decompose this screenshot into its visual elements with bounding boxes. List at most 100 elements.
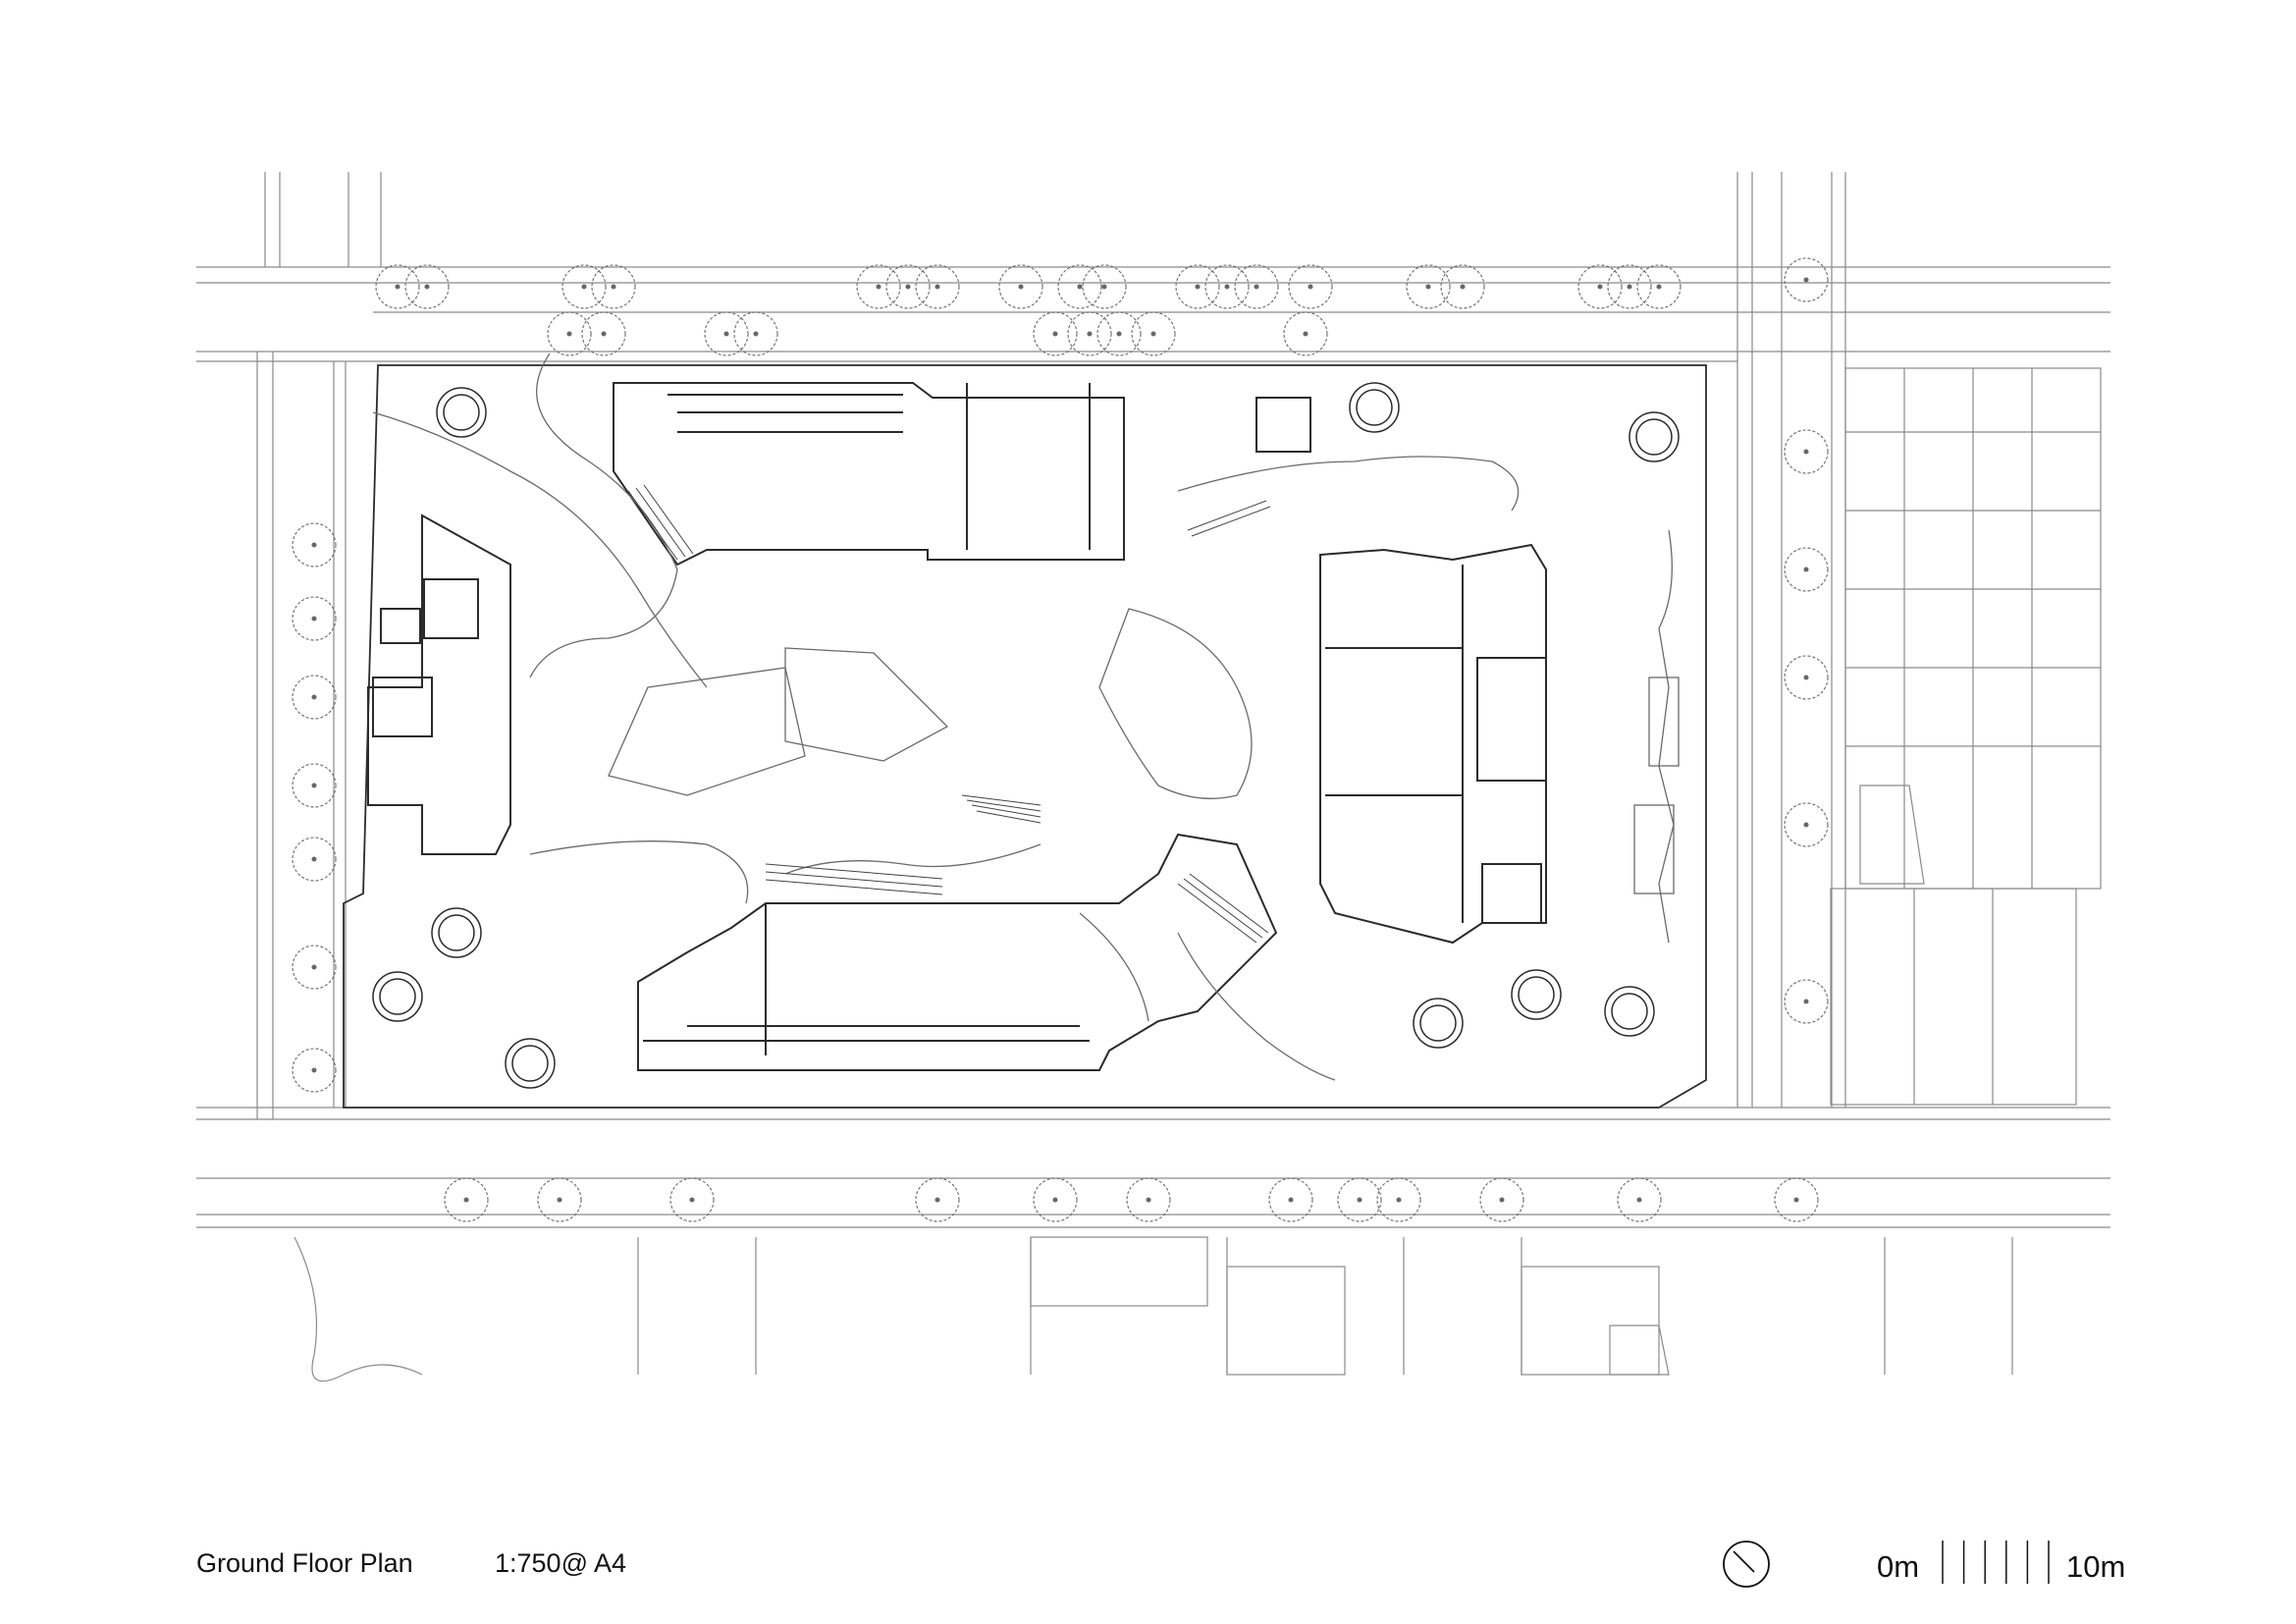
tree-trunk (1195, 284, 1201, 290)
tree-trunk (1116, 331, 1122, 337)
building-footprints (367, 382, 1547, 1071)
tree-icon (591, 264, 636, 309)
tree-icon (998, 264, 1043, 309)
tree-icon (581, 311, 626, 356)
tree-trunk (581, 284, 587, 290)
tree-trunk (1150, 331, 1156, 337)
tree-trunk (1803, 675, 1809, 680)
tree-trunk (557, 1197, 562, 1203)
drawing-title: Ground Floor Plan (196, 1548, 413, 1578)
tree-trunk (311, 964, 317, 970)
tree-icon (1440, 264, 1485, 309)
tree-icon (1376, 1177, 1421, 1222)
tree-trunk (611, 284, 616, 290)
tree-icon (1057, 264, 1102, 309)
tree-icon (1283, 311, 1328, 356)
tree-icon (561, 264, 607, 309)
tree-trunk (311, 542, 317, 548)
tree-icon (1082, 264, 1127, 309)
tree-trunk (1146, 1197, 1151, 1203)
scalebar-end-label: 10m (2066, 1549, 2126, 1584)
neighbour-block (1830, 367, 2102, 1106)
tree-trunk (1803, 822, 1809, 828)
tree-trunk (311, 1067, 317, 1073)
site-boundary (343, 364, 1707, 1109)
tree-trunk (601, 331, 607, 337)
tree-trunk (1803, 449, 1809, 455)
tree-icon (1204, 264, 1250, 309)
tree-trunk (1087, 331, 1093, 337)
tree-trunk (1308, 284, 1313, 290)
tree-trunk (1357, 1197, 1362, 1203)
tree-icon (915, 264, 960, 309)
tree-icon (1234, 264, 1279, 309)
tree-trunk (1803, 567, 1809, 572)
tree-trunk (905, 284, 911, 290)
north-arrow-icon (1723, 1541, 1770, 1588)
courtyard-circles (372, 382, 1680, 1089)
tree-trunk (1303, 331, 1308, 337)
landscape-paths (372, 352, 1680, 1081)
tree-icon (1617, 1177, 1662, 1222)
tree-trunk (311, 616, 317, 622)
tree-icon (669, 1177, 715, 1222)
tree-icon (292, 522, 337, 568)
tree-icon (915, 1177, 960, 1222)
tree-trunk (1656, 284, 1662, 290)
tree-icon (1268, 1177, 1313, 1222)
tree-icon (1033, 1177, 1078, 1222)
tree-trunk (753, 331, 759, 337)
tree-icon (1784, 257, 1829, 302)
tree-trunk (1288, 1197, 1294, 1203)
tree-trunk (1460, 284, 1466, 290)
tree-icon (375, 264, 420, 309)
tree-trunk (1018, 284, 1024, 290)
tree-icon (1784, 547, 1829, 592)
tree-trunk (1499, 1197, 1505, 1203)
tree-trunk (1224, 284, 1230, 290)
tree-icon (292, 763, 337, 808)
tree-trunk (424, 284, 430, 290)
tree-icon (1577, 264, 1623, 309)
tree-icon (1607, 264, 1652, 309)
tree-icon (1096, 311, 1142, 356)
tree-trunk (1636, 1197, 1642, 1203)
tree-icon (1784, 655, 1829, 700)
tree-trunk (934, 1197, 940, 1203)
street-trees (292, 257, 1829, 1222)
tree-icon (292, 945, 337, 990)
tree-trunk (463, 1197, 469, 1203)
tree-icon (1479, 1177, 1524, 1222)
scalebar-start-label: 0m (1877, 1549, 1920, 1584)
tree-icon (704, 311, 749, 356)
tree-trunk (934, 284, 940, 290)
tree-icon (292, 596, 337, 641)
tree-icon (1131, 311, 1176, 356)
tree-icon (1033, 311, 1078, 356)
tree-trunk (1425, 284, 1431, 290)
tree-trunk (1793, 1197, 1799, 1203)
tree-trunk (1052, 1197, 1058, 1203)
tree-trunk (1101, 284, 1107, 290)
tree-icon (1337, 1177, 1382, 1222)
tree-icon (1126, 1177, 1171, 1222)
tree-icon (1406, 264, 1451, 309)
tree-trunk (1254, 284, 1259, 290)
tree-icon (1175, 264, 1220, 309)
tree-trunk (566, 331, 572, 337)
tree-icon (292, 675, 337, 720)
tree-trunk (1627, 284, 1632, 290)
tree-icon (1288, 264, 1333, 309)
tree-icon (444, 1177, 489, 1222)
tree-trunk (311, 783, 317, 788)
stair-hatching (627, 484, 1271, 944)
tree-icon (1774, 1177, 1819, 1222)
tree-icon (885, 264, 931, 309)
tree-trunk (311, 856, 317, 862)
tree-icon (292, 837, 337, 882)
tree-trunk (723, 331, 729, 337)
tree-trunk (1396, 1197, 1402, 1203)
tree-trunk (1077, 284, 1083, 290)
drawing-scale: 1:750@ A4 (495, 1548, 627, 1578)
